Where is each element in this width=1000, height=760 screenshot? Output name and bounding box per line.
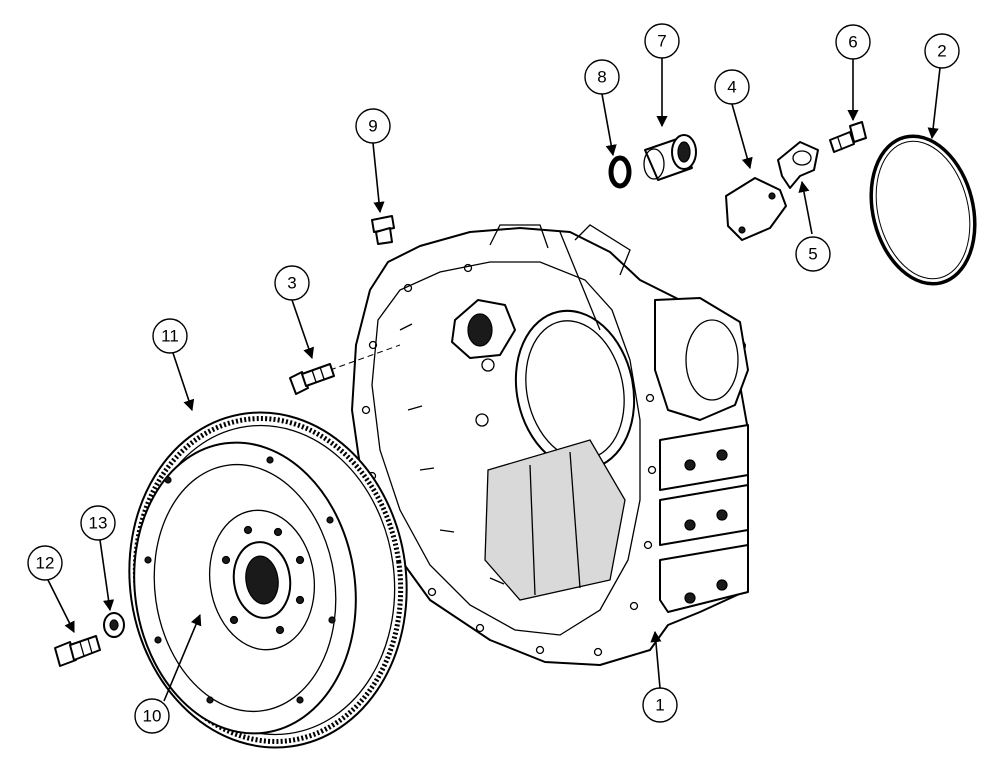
- callout-11: 11: [152, 318, 188, 354]
- callout-7: 7: [644, 23, 680, 59]
- bracket: [777, 141, 819, 189]
- svg-text:10: 10: [143, 707, 162, 726]
- callout-4: 4: [714, 69, 750, 105]
- flywheel-housing: [351, 224, 749, 666]
- svg-text:12: 12: [36, 554, 55, 573]
- svg-text:6: 6: [848, 33, 857, 52]
- svg-text:3: 3: [287, 274, 296, 293]
- leader-lines: [47, 58, 941, 702]
- flywheel-bolt: [54, 635, 101, 667]
- flywheel-washer: [103, 612, 125, 638]
- sleeve-fitting: [643, 134, 697, 181]
- callout-12: 12: [27, 545, 63, 581]
- callout-5: 5: [795, 236, 831, 272]
- svg-text:1: 1: [655, 696, 664, 715]
- svg-text:2: 2: [937, 42, 946, 61]
- drain-plug: [371, 215, 395, 245]
- bracket-bolt: [829, 121, 867, 153]
- callout-2: 2: [924, 33, 960, 69]
- callout-3: 3: [274, 265, 310, 301]
- svg-text:7: 7: [657, 32, 666, 51]
- svg-text:13: 13: [89, 514, 108, 533]
- cover-plate: [725, 177, 787, 241]
- callout-9: 9: [355, 108, 391, 144]
- svg-text:4: 4: [727, 78, 736, 97]
- callout-10: 10: [134, 698, 170, 734]
- svg-text:5: 5: [808, 245, 817, 264]
- callout-8: 8: [584, 59, 620, 95]
- callout-6: 6: [835, 24, 871, 60]
- svg-text:11: 11: [161, 327, 179, 346]
- callout-1: 1: [642, 687, 678, 723]
- o-ring: [869, 134, 977, 286]
- seal-ring: [608, 155, 632, 189]
- housing-bolt: [289, 363, 335, 395]
- svg-text:9: 9: [368, 117, 377, 136]
- callout-13: 13: [80, 505, 116, 541]
- flywheel: [128, 411, 408, 749]
- svg-text:8: 8: [597, 68, 606, 87]
